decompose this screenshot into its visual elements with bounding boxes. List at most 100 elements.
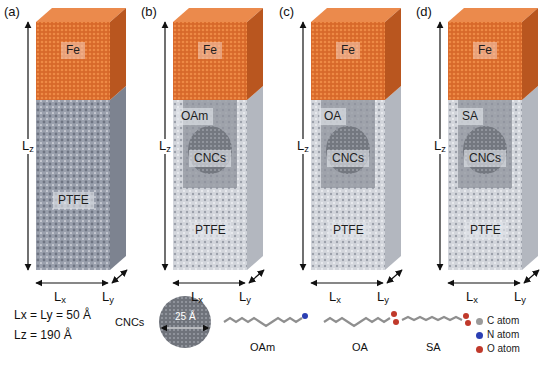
- tag-text: OA: [324, 109, 341, 123]
- legend-row: O atom: [476, 343, 520, 355]
- material-tag: Fe: [473, 42, 497, 59]
- component-tag: CNCs: [464, 150, 506, 167]
- illustration-part: [165, 22, 264, 283]
- component-tag: PTFE: [465, 222, 506, 239]
- component-tag: SA: [457, 108, 483, 125]
- illustration-part: [303, 22, 402, 283]
- dimension-label: Ly: [239, 290, 251, 305]
- illustration-part: [302, 313, 308, 319]
- illustration-part: [173, 8, 263, 100]
- dimension-label: Lx: [191, 290, 203, 305]
- illustration-part: [159, 296, 211, 348]
- illustration-part: [402, 317, 462, 320]
- panel-letter: (a): [4, 5, 20, 20]
- component-tag: CNCs: [189, 150, 231, 167]
- panel-c: [303, 8, 402, 283]
- illustration-part: [173, 86, 263, 270]
- illustration-part: [311, 86, 401, 270]
- component-tag: CNCs: [327, 150, 369, 167]
- subscript: y: [521, 295, 526, 305]
- illustration-part: [28, 22, 127, 283]
- tag-text: Fe: [478, 43, 492, 57]
- tag-text: PTFE: [333, 223, 364, 237]
- legend-row: C atom: [476, 315, 519, 327]
- tag-text: CNCs: [194, 151, 226, 165]
- dimension-note: Lz = 190 Å: [14, 329, 72, 343]
- tag-text: PTFE: [195, 223, 226, 237]
- legend-row: N atom: [476, 329, 519, 341]
- dimension-label: Lz: [158, 139, 172, 154]
- illustration-part: [36, 8, 126, 100]
- illustration-part: [324, 318, 390, 326]
- subscript: y: [384, 295, 389, 305]
- dimension-label: Lx: [329, 290, 341, 305]
- tag-text: Fe: [66, 43, 80, 57]
- subscript: y: [109, 295, 114, 305]
- dimension-note: Lx = Ly = 50 Å: [14, 309, 91, 323]
- panel-letter: (d): [416, 5, 432, 20]
- illustration-part: [465, 320, 471, 326]
- subscript: x: [198, 295, 203, 305]
- component-tag: OAm: [176, 108, 213, 125]
- subscript: z: [304, 144, 309, 154]
- component-tag: PTFE: [53, 192, 94, 209]
- material-tag: Fe: [61, 42, 85, 59]
- tag-text: OAm: [181, 109, 208, 123]
- illustration-part: [393, 319, 399, 325]
- oam-molecule: [224, 313, 308, 326]
- tag-text: PTFE: [470, 223, 501, 237]
- subscript: x: [336, 295, 341, 305]
- illustration-part: [161, 327, 209, 328]
- illustration-part: [224, 318, 302, 326]
- subscript: x: [473, 295, 478, 305]
- component-tag: OA: [319, 108, 346, 125]
- size-label: 25 Å: [175, 311, 196, 323]
- legend-swatch: [476, 332, 483, 339]
- dimension-label: Ly: [377, 290, 389, 305]
- material-tag: Fe: [198, 42, 222, 59]
- tag-text: PTFE: [58, 193, 89, 207]
- illustration-part: [448, 8, 538, 100]
- dimension-label: Lz: [296, 139, 310, 154]
- panel-letter: (c): [279, 5, 294, 20]
- panel-b: [165, 8, 264, 283]
- material-tag: Fe: [336, 42, 360, 59]
- cnc-sphere: [159, 296, 211, 348]
- tag-text: CNCs: [332, 151, 364, 165]
- legend-text: N atom: [487, 329, 519, 341]
- molecule-label: CNCs: [115, 316, 144, 329]
- dimension-label: Ly: [102, 290, 114, 305]
- legend-swatch: [476, 346, 483, 353]
- molecule-label: OAm: [250, 341, 275, 354]
- legend-swatch: [476, 318, 483, 325]
- component-tag: PTFE: [190, 222, 231, 239]
- molecule-label: OA: [352, 341, 368, 354]
- illustration-part: [440, 22, 539, 283]
- molecule-label: SA: [426, 341, 441, 354]
- panel-a: [28, 8, 127, 283]
- panel-d: [440, 8, 539, 283]
- subscript: x: [61, 295, 66, 305]
- dimension-label: Lx: [466, 290, 478, 305]
- panel-letter: (b): [141, 5, 157, 20]
- legend-text: C atom: [487, 315, 519, 327]
- oa-molecule: [324, 311, 399, 326]
- component-tag: PTFE: [328, 222, 369, 239]
- dimension-label: Lz: [21, 139, 35, 154]
- sa-molecule: [402, 313, 471, 326]
- tag-text: Fe: [341, 43, 355, 57]
- tag-text: CNCs: [469, 151, 501, 165]
- dimension-label: Lz: [433, 139, 447, 154]
- tag-text: Fe: [203, 43, 217, 57]
- illustration-part: [36, 86, 126, 270]
- subscript: z: [441, 144, 446, 154]
- dimension-label: Lx: [54, 290, 66, 305]
- illustration-part: [448, 86, 538, 270]
- illustration-part: [311, 8, 401, 100]
- legend-text: O atom: [487, 343, 520, 355]
- illustration-part: [391, 311, 397, 317]
- subscript: z: [29, 144, 34, 154]
- illustration-part: [463, 313, 469, 319]
- dimension-label: Ly: [514, 290, 526, 305]
